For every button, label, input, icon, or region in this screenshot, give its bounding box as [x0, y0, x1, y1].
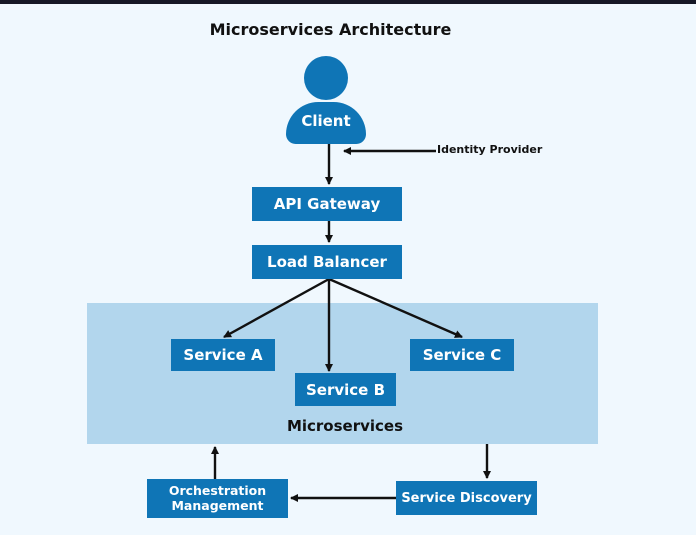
microservices-label: Microservices [286, 417, 404, 435]
user-icon [304, 56, 348, 100]
service-c-node: Service C [410, 339, 514, 371]
client-node: Client [286, 56, 366, 144]
arrow-balancer-to-service-a [223, 277, 330, 339]
orchestration-management-node: Orchestration Management [147, 479, 288, 518]
load-balancer-node: Load Balancer [252, 245, 402, 279]
orchestration-line-2: Management [171, 497, 264, 513]
top-border [0, 0, 696, 4]
service-a-node: Service A [171, 339, 275, 371]
orchestration-line-1: Orchestration [168, 483, 267, 499]
client-label: Client [301, 112, 351, 130]
user-icon-body [286, 102, 366, 144]
service-b-node: Service B [295, 373, 396, 406]
api-gateway-node: API Gateway [252, 187, 402, 221]
identity-provider-label: Identity Provider [437, 143, 543, 156]
diagram-title: Microservices Architecture [209, 20, 452, 39]
service-discovery-node: Service Discovery [396, 481, 537, 515]
arrow-balancer-to-service-c [328, 277, 463, 339]
